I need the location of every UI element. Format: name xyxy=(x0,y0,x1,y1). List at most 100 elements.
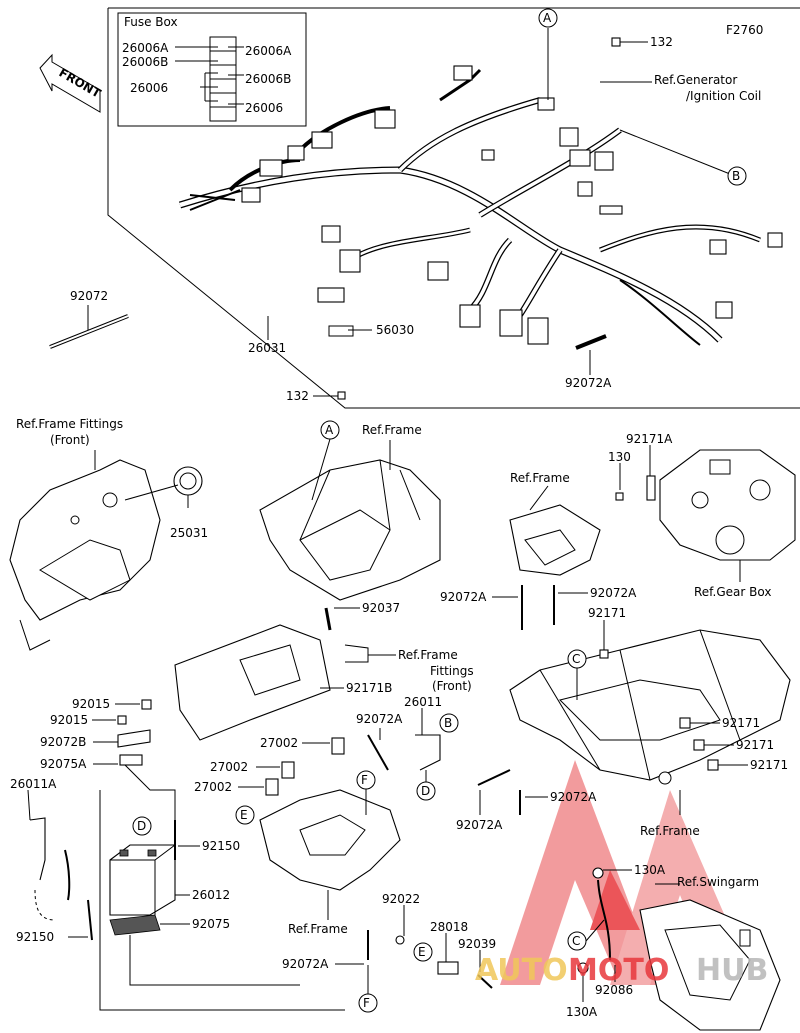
bolt-92037 xyxy=(324,607,332,631)
label-ref-frame-2: Ref.Frame xyxy=(510,471,570,485)
diagram-code: F2760 xyxy=(726,23,763,37)
bottom-left-frame xyxy=(99,790,345,1011)
tag-56030 xyxy=(328,325,354,337)
label-ref-generator: Ref.Generator xyxy=(654,73,737,87)
relay-27002-c xyxy=(265,778,279,796)
svg-text:D: D xyxy=(137,819,146,833)
svg-text:F: F xyxy=(363,996,370,1010)
label-92171-r3: 92171 xyxy=(750,758,788,772)
nut-92015-b xyxy=(117,715,127,725)
label-92072a-r: 92072A xyxy=(590,586,637,600)
fuse-label-26006a-left: 26006A xyxy=(122,41,169,55)
cable-path-dash xyxy=(34,889,56,921)
sensor-28018 xyxy=(437,961,459,975)
label-92150-r: 92150 xyxy=(202,839,240,853)
label-front-paren-1: (Front) xyxy=(50,433,90,447)
label-56030: 56030 xyxy=(376,323,414,337)
label-28018: 28018 xyxy=(430,920,468,934)
svg-text:E: E xyxy=(418,945,426,959)
bolt-130a-top xyxy=(592,867,604,879)
watermark-triangle-inner xyxy=(590,870,640,930)
label-92072a-mid2: 92072A xyxy=(456,818,503,832)
label-92171a: 92171A xyxy=(626,432,673,446)
label-25031: 25031 xyxy=(170,526,208,540)
label-92072a-top: 92072A xyxy=(565,376,612,390)
svg-text:A: A xyxy=(543,11,552,25)
label-front-paren-2: (Front) xyxy=(432,679,472,693)
leader-c-bot xyxy=(585,919,605,942)
cable-26011a xyxy=(29,817,46,881)
fuse-label-26006a-right: 26006A xyxy=(245,44,292,58)
label-ref-gear-box: Ref.Gear Box xyxy=(694,585,771,599)
main-frame-right xyxy=(509,629,791,785)
label-92075a: 92075A xyxy=(40,757,87,771)
clip-132-top xyxy=(611,37,621,47)
frame-fittings-front xyxy=(9,459,161,651)
fuse-label-26006b-right: 26006B xyxy=(245,72,291,86)
screw-92039 xyxy=(477,974,493,989)
front-arrow-icon: FRONT xyxy=(39,53,104,113)
fuse-label-26006-left: 26006 xyxy=(130,81,168,95)
leader-ref-frame-fittings-2 xyxy=(344,644,369,663)
label-26011a: 26011A xyxy=(10,777,57,791)
watermark-moto: MOTO xyxy=(568,953,669,988)
leader-a-mid xyxy=(311,438,331,501)
wire-92086 xyxy=(597,879,611,961)
svg-text:B: B xyxy=(732,169,740,183)
relay-tray xyxy=(259,789,401,891)
label-ref-frame-fittings-2: Ref.Frame xyxy=(398,648,458,662)
fuse-label-26006b-left: 26006B xyxy=(122,55,168,69)
label-27002-a: 27002 xyxy=(260,736,298,750)
label-27002-c: 27002 xyxy=(194,780,232,794)
label-92015-b: 92015 xyxy=(50,713,88,727)
label-92171b: 92171B xyxy=(346,681,392,695)
fuse-block xyxy=(175,36,244,122)
strap-92072a-mid2 xyxy=(477,769,511,786)
label-27002-b: 27002 xyxy=(210,760,248,774)
strap-92150-l xyxy=(87,899,93,941)
clip-92072a-top xyxy=(575,334,607,350)
label-92171-top: 92171 xyxy=(588,606,626,620)
relay-27002-a xyxy=(331,737,345,755)
strap-92072 xyxy=(49,314,129,349)
central-frame xyxy=(259,459,441,601)
label-92072a-mid: 92072A xyxy=(356,712,403,726)
leader-26011a xyxy=(27,789,31,821)
svg-text:A: A xyxy=(325,423,334,437)
svg-text:E: E xyxy=(240,808,248,822)
label-130a-top: 130A xyxy=(634,863,666,877)
label-92075: 92075 xyxy=(192,917,230,931)
label-26011: 26011 xyxy=(404,695,442,709)
band-path xyxy=(124,764,176,820)
leader-25031-a xyxy=(124,484,179,501)
collar-92171a xyxy=(646,475,656,501)
label-ref-frame-fittings-1: Ref.Frame Fittings xyxy=(16,417,123,431)
callout-b-mid: B xyxy=(439,713,459,733)
callout-a-mid: A xyxy=(320,420,340,440)
frame-bracket-right xyxy=(509,504,601,576)
leader-ref-frame-2 xyxy=(529,485,549,511)
gear-box xyxy=(659,449,796,561)
nut-92171-top xyxy=(599,649,609,659)
watermark-text: AUTO MOTO HUB xyxy=(475,953,768,988)
callout-b-top: B xyxy=(727,166,747,186)
svg-text:C: C xyxy=(572,934,580,948)
label-92072b: 92072B xyxy=(40,735,86,749)
callout-e-tray: E xyxy=(235,805,255,825)
watermark-auto: AUTO xyxy=(475,953,568,988)
label-26031: 26031 xyxy=(248,341,286,355)
callout-d-battery: D xyxy=(132,816,152,836)
label-132-mid: 132 xyxy=(286,389,309,403)
nut-92171-r3 xyxy=(707,759,719,771)
leader-b-top xyxy=(619,129,741,179)
label-130: 130 xyxy=(608,450,631,464)
label-92022: 92022 xyxy=(382,892,420,906)
label-92072a-c: 92072A xyxy=(550,790,597,804)
harness-panel-outline xyxy=(107,8,800,409)
svg-text:F: F xyxy=(361,773,368,787)
cable-26011 xyxy=(415,734,441,771)
clip-132-mid xyxy=(337,391,346,400)
label-ref-frame-1: Ref.Frame xyxy=(362,423,422,437)
wire-harness-26031 xyxy=(178,68,761,346)
